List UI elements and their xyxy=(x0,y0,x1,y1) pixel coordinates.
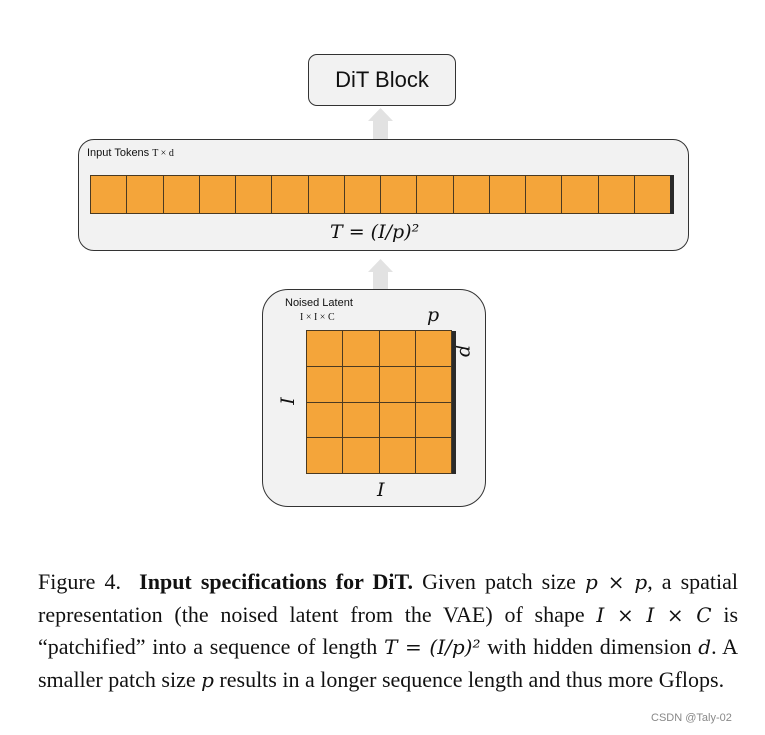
token-cell xyxy=(271,175,309,214)
watermark: CSDN @Taly-02 xyxy=(651,712,732,724)
token-cell xyxy=(126,175,164,214)
patch-size-label-side: p xyxy=(455,344,477,358)
figure-number: Figure 4. xyxy=(38,569,122,594)
latent-patch-cell xyxy=(307,366,343,402)
latent-patch-cell xyxy=(379,402,415,438)
latent-patch-cell xyxy=(307,402,343,438)
caption-text-6: results in a longer sequence length and … xyxy=(219,666,725,692)
input-tokens-label: Input Tokens T × d xyxy=(87,147,174,159)
latent-patch-cell xyxy=(343,331,379,366)
token-cell xyxy=(452,175,490,214)
t-formula: T = (I/p)² xyxy=(326,221,424,243)
token-cell xyxy=(162,175,200,214)
token-cell xyxy=(307,175,345,214)
noised-latent-shape: I × I × C xyxy=(300,312,335,323)
caption-math-5: p xyxy=(201,667,214,692)
latent-patch-cell xyxy=(343,402,379,438)
caption-math-3: T = (I/p)² xyxy=(384,635,481,659)
caption-text-4: with hidden dimension xyxy=(487,634,692,659)
token-cell xyxy=(235,175,273,214)
patch-size-label-top: p xyxy=(427,304,440,326)
caption-text-1: Given patch size xyxy=(422,569,576,594)
latent-patch-cell xyxy=(343,366,379,402)
token-strip xyxy=(90,175,671,214)
caption-math-2: I × I × C xyxy=(596,602,712,627)
token-cell xyxy=(416,175,454,214)
latent-patch-cell xyxy=(307,331,343,366)
token-cell xyxy=(380,175,418,214)
latent-width-label: I xyxy=(374,479,388,501)
latent-grid-shadow xyxy=(452,331,456,474)
dit-block-label: DiT Block xyxy=(335,67,429,92)
latent-patch-cell xyxy=(379,331,415,366)
up-arrow-to-dit xyxy=(368,108,393,139)
dit-block: DiT Block xyxy=(308,54,456,106)
latent-patch-cell xyxy=(415,402,451,438)
latent-patch-cell xyxy=(379,438,415,473)
latent-patch-cell xyxy=(415,366,451,402)
token-cell xyxy=(561,175,599,214)
figure-caption: Figure 4. Input specifications for DiT. … xyxy=(38,566,738,696)
latent-patch-cell xyxy=(415,438,451,473)
token-cell xyxy=(198,175,236,214)
caption-text-5: . A smaller patch size xyxy=(38,634,739,692)
token-cell xyxy=(525,175,563,214)
token-strip-shadow xyxy=(670,175,674,214)
token-cell xyxy=(597,175,635,214)
latent-patch-cell xyxy=(343,438,379,473)
caption-text-3: is “patchified” into a sequence of lengt… xyxy=(38,601,739,660)
up-arrow-to-tokens xyxy=(368,259,393,289)
latent-patch-cell xyxy=(307,438,343,473)
input-tokens-title: Input Tokens xyxy=(87,147,150,159)
caption-text-2: , a spatial representation (the noised l… xyxy=(38,569,739,627)
token-cell xyxy=(343,175,381,214)
caption-math-1: p × p xyxy=(584,570,648,594)
noised-latent-label: Noised Latent xyxy=(285,297,353,309)
caption-math-4: d xyxy=(698,635,712,659)
latent-patch-grid xyxy=(306,330,452,474)
token-cell xyxy=(633,175,671,214)
token-cell xyxy=(488,175,526,214)
token-cell xyxy=(90,175,128,214)
latent-patch-cell xyxy=(379,366,415,402)
latent-patch-cell xyxy=(415,331,451,366)
input-tokens-shape: T × d xyxy=(152,148,174,159)
figure-title: Input specifications for DiT. xyxy=(139,569,414,594)
latent-height-label: I xyxy=(277,397,299,405)
